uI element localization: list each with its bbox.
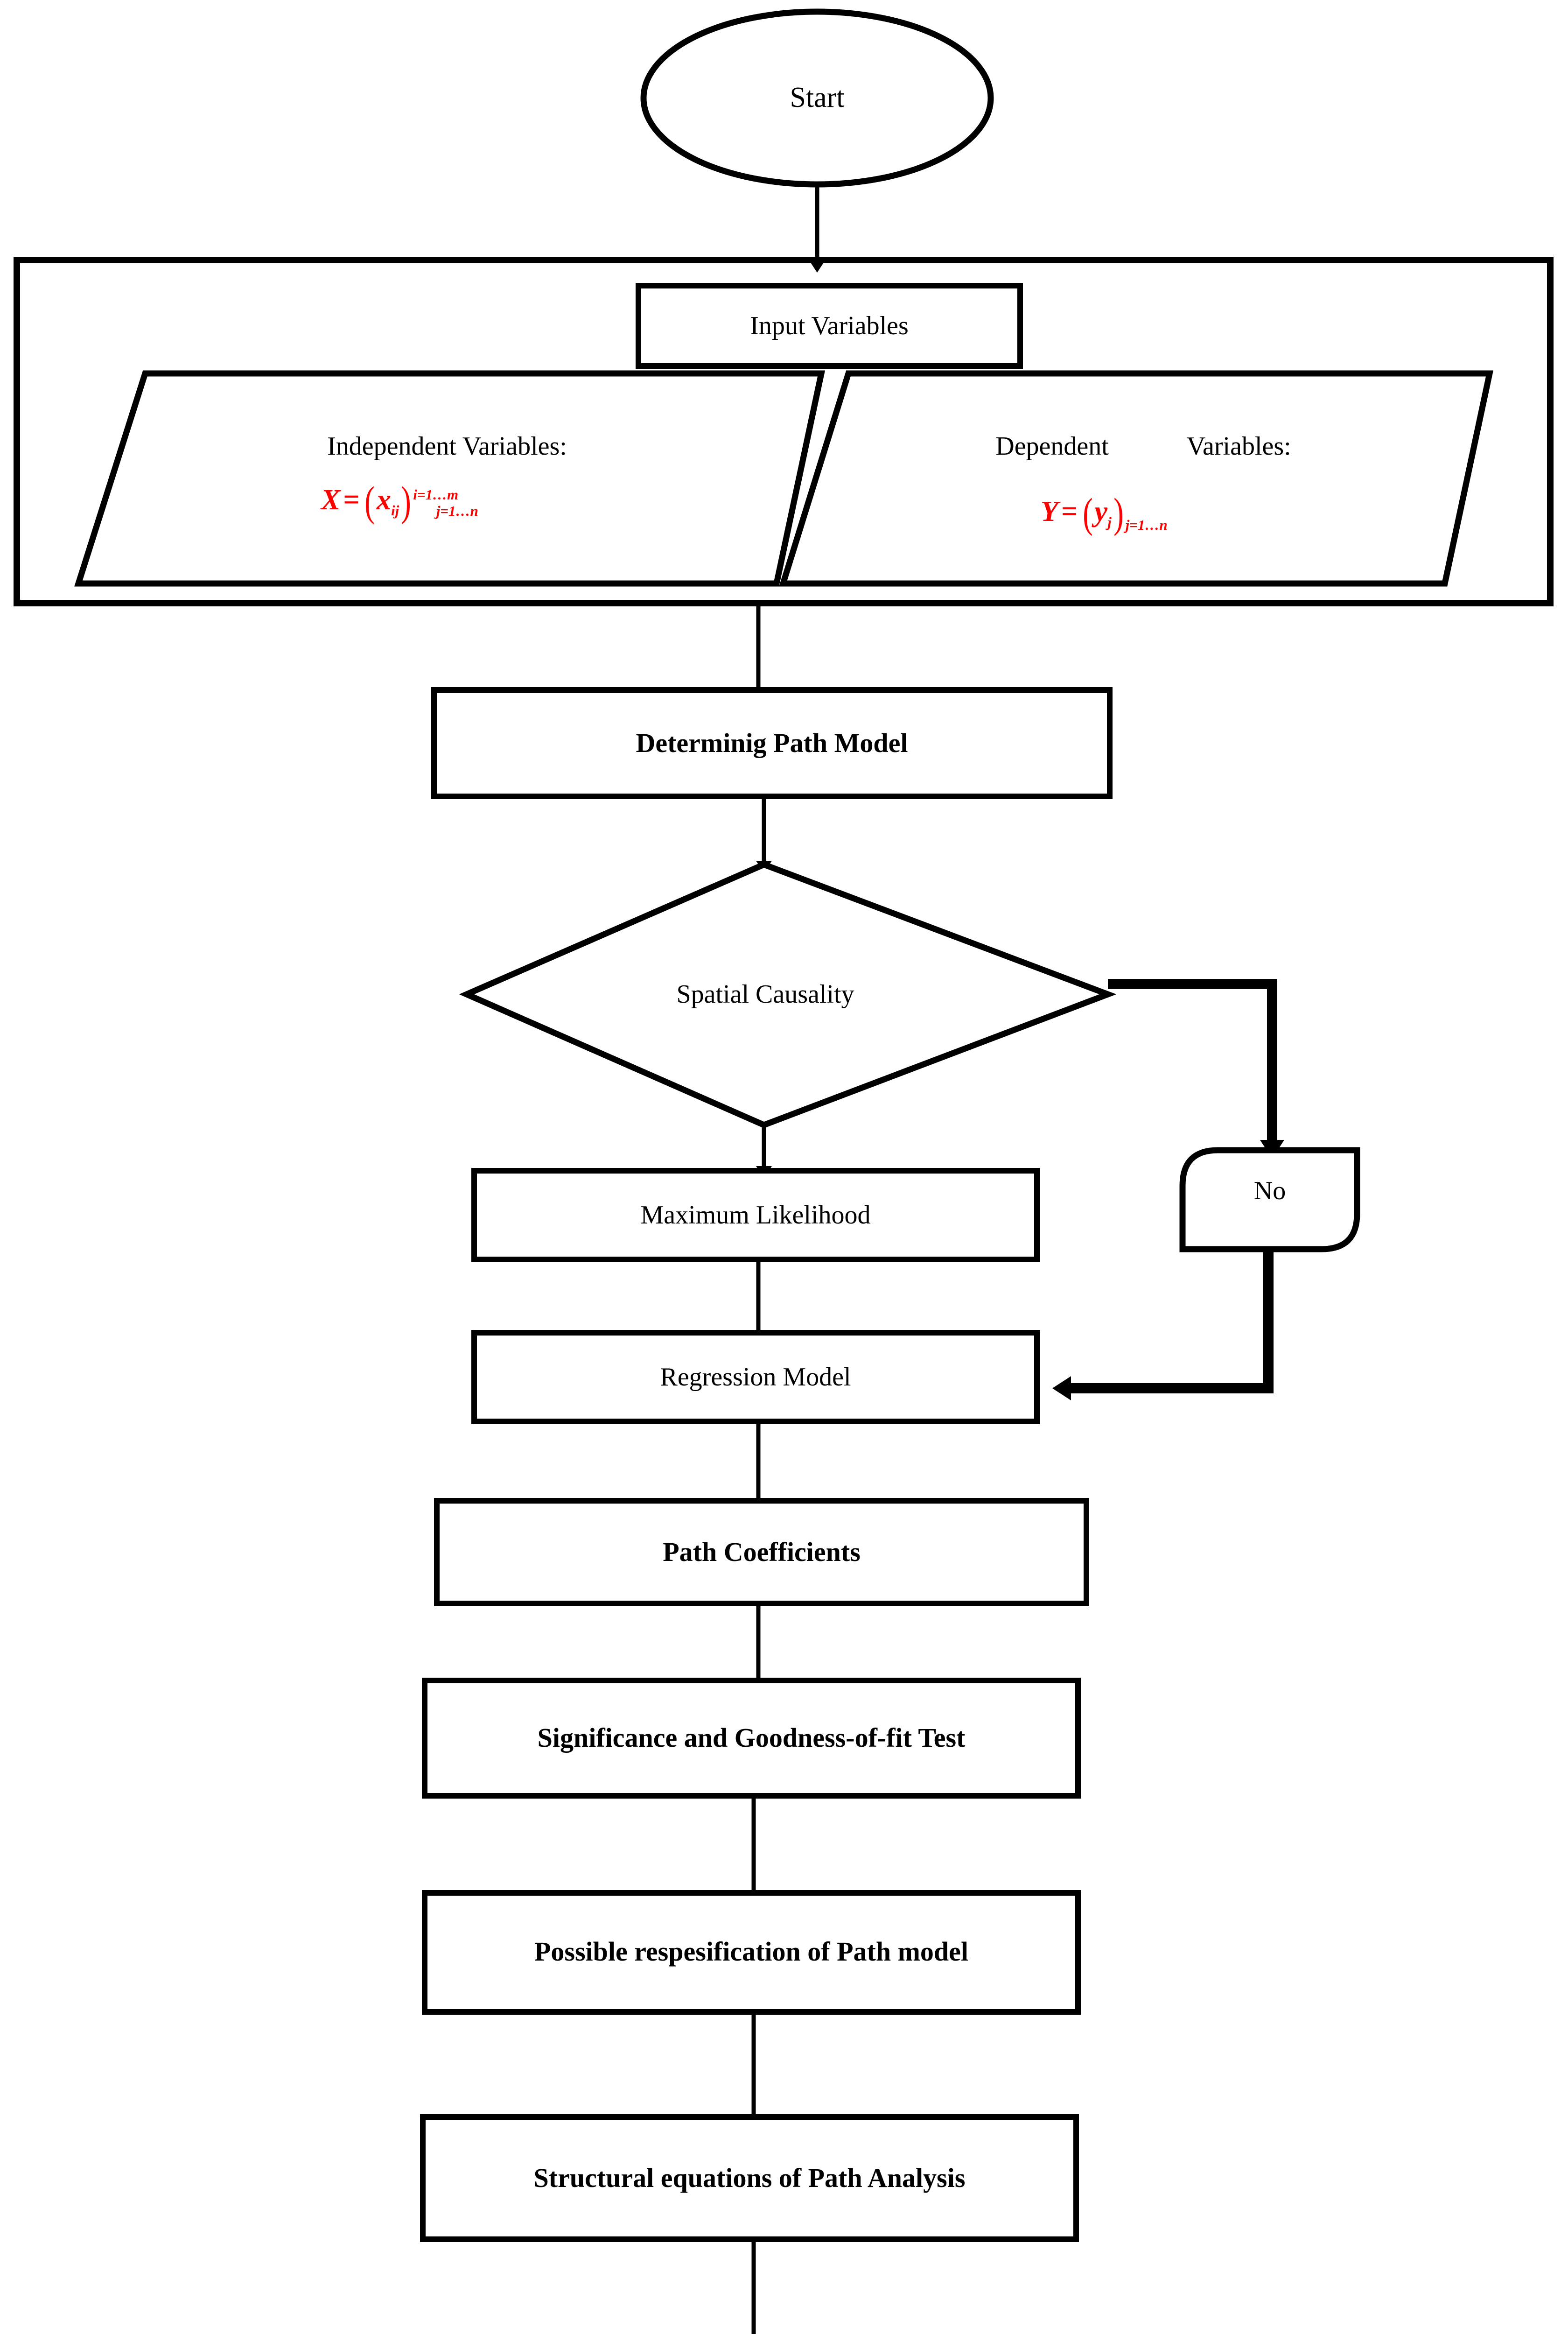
start-node-shape[interactable] [640, 8, 994, 188]
significance-test-shape[interactable] [422, 1678, 1081, 1799]
spatial-causality-shape[interactable] [459, 861, 1117, 1129]
path-coefficients-shape[interactable] [434, 1498, 1089, 1606]
respesification-shape[interactable] [422, 1890, 1081, 2015]
input-container-shape [14, 257, 1554, 606]
independent-variables-shape[interactable] [74, 370, 826, 587]
no-branch-shape[interactable] [1179, 1147, 1360, 1252]
dependent-variables-shape[interactable] [779, 370, 1494, 587]
structural-equations-shape[interactable] [420, 2114, 1079, 2242]
input-variables-shape[interactable] [636, 283, 1023, 369]
edge-causality-to-no [1108, 979, 1284, 1159]
edge-no-to-regression [1052, 1249, 1274, 1400]
maximum-likelihood-shape[interactable] [471, 1168, 1040, 1262]
regression-model-shape[interactable] [471, 1330, 1040, 1424]
determining-path-model-shape[interactable] [431, 687, 1113, 799]
